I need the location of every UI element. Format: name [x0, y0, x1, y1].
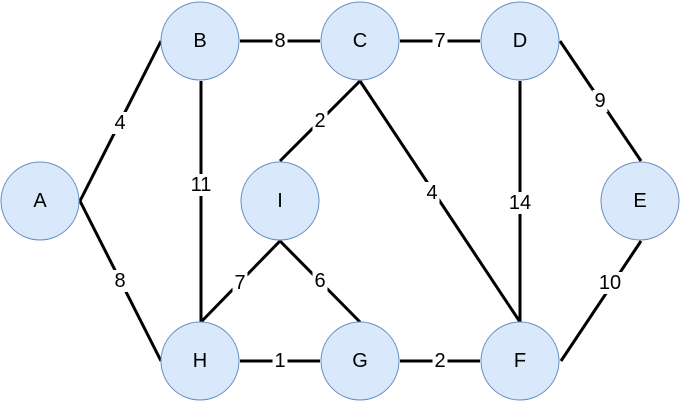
- edge-weight-background: [597, 272, 623, 294]
- edge-weight-b-c: 8: [272, 30, 288, 52]
- node-circle: [160, 1, 240, 81]
- node-f: F: [480, 321, 560, 401]
- edge-weight-label: 4: [114, 112, 125, 134]
- edge-e-f: [559, 240, 643, 362]
- edge-weight-background: [312, 110, 328, 132]
- edge-weight-i-h: 7: [232, 272, 248, 294]
- edge-weight-b-h: 11: [188, 174, 214, 196]
- edge-weight-background: [312, 270, 328, 292]
- node-label: H: [193, 350, 207, 372]
- edge-weight-background: [272, 30, 288, 52]
- edge-weight-d-f: 14: [507, 192, 533, 214]
- edge-weight-g-f: 2: [432, 350, 448, 372]
- edge-weight-h-g: 1: [272, 350, 288, 372]
- node-e: E: [600, 161, 680, 241]
- edge-weight-label: 1: [274, 350, 285, 372]
- edge-weight-background: [188, 174, 214, 196]
- edge-weight-label: 6: [314, 270, 325, 292]
- node-g: G: [320, 321, 400, 401]
- edge-weight-background: [112, 270, 128, 292]
- edge-weight-background: [432, 350, 448, 372]
- edge-weight-c-d: 7: [432, 30, 448, 52]
- edge-weight-label: 4: [426, 182, 437, 204]
- edge-weight-label: 7: [234, 272, 245, 294]
- edge-weight-a-b: 4: [112, 112, 128, 134]
- node-circle: [480, 1, 560, 81]
- edge-weight-a-h: 8: [112, 270, 128, 292]
- edge-weight-label: 14: [509, 192, 531, 214]
- edge-weight-label: 8: [114, 270, 125, 292]
- edge-weight-c-i: 2: [312, 110, 328, 132]
- node-label: B: [193, 30, 206, 52]
- edge-weight-background: [232, 272, 248, 294]
- edge-weight-label: 10: [599, 272, 621, 294]
- edge-weight-label: 11: [191, 174, 212, 196]
- edge-weight-label: 2: [434, 350, 445, 372]
- node-circle: [0, 161, 80, 241]
- node-label: I: [277, 190, 283, 212]
- node-label: G: [352, 350, 368, 372]
- weights-layer: 4 8 8 11 7 2 4 9 14 10 7 6 1 2: [112, 30, 623, 372]
- edge-weight-e-f: 10: [597, 272, 623, 294]
- node-circle: [600, 161, 680, 241]
- edge-weight-label: 8: [274, 30, 285, 52]
- node-circle: [320, 321, 400, 401]
- node-i: I: [240, 161, 320, 241]
- edge-c-f: [358, 80, 522, 323]
- edge-weight-d-e: 9: [592, 90, 608, 112]
- node-label: D: [513, 30, 527, 52]
- edge-weight-background: [112, 112, 128, 134]
- edge-weight-i-g: 6: [312, 270, 328, 292]
- node-h: H: [160, 321, 240, 401]
- node-c: C: [320, 1, 400, 81]
- edges-layer: [78, 39, 643, 363]
- edge-weight-background: [272, 350, 288, 372]
- edge-weight-background: [592, 90, 608, 112]
- edge-weight-background: [432, 30, 448, 52]
- edge-weight-background: [507, 192, 533, 214]
- edge-weight-c-f: 4: [424, 182, 440, 204]
- node-label: E: [633, 190, 646, 212]
- node-circle: [320, 1, 400, 81]
- node-circle: [160, 321, 240, 401]
- edge-weight-label: 9: [594, 90, 605, 112]
- node-b: B: [160, 1, 240, 81]
- node-label: C: [353, 30, 367, 52]
- edge-weight-label: 2: [314, 110, 325, 132]
- edge-weight-background: [424, 182, 440, 204]
- node-label: F: [514, 350, 526, 372]
- node-circle: [480, 321, 560, 401]
- edge-weight-label: 7: [434, 30, 445, 52]
- node-label: A: [33, 190, 47, 212]
- node-d: D: [480, 1, 560, 81]
- node-circle: [240, 161, 320, 241]
- node-a: A: [0, 161, 80, 241]
